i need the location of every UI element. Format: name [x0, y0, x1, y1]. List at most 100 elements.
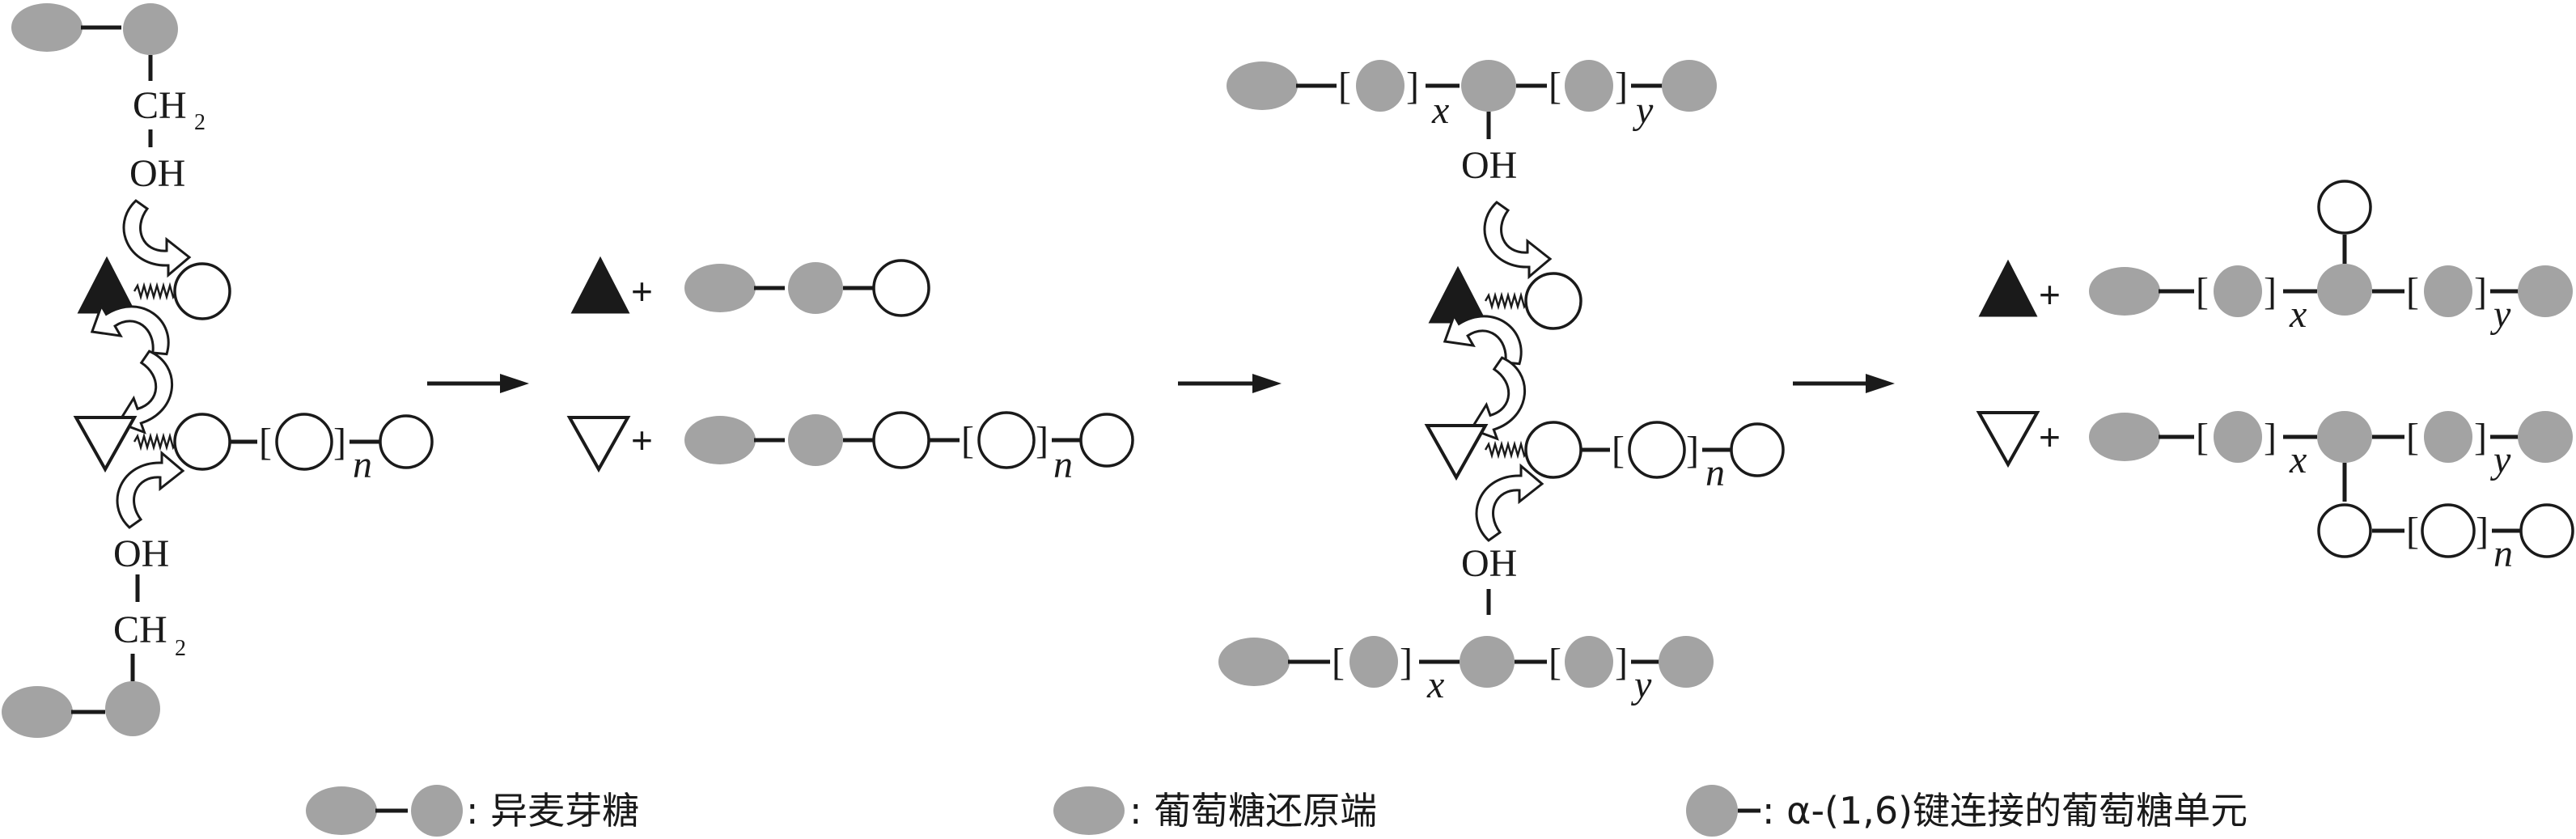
- n-subscript: n: [2493, 532, 2513, 575]
- legend-label-reducing-end: : 葡萄糖还原端: [1129, 789, 1377, 833]
- glucose-circle: [1079, 413, 1134, 468]
- ch2-subscript: 2: [194, 110, 205, 135]
- glucose-unit: [1461, 60, 1516, 112]
- glucose-circle: [2421, 503, 2476, 558]
- close-bracket: ]: [1400, 641, 1413, 684]
- open-bracket: [: [2406, 416, 2419, 459]
- glucose-unit: [1686, 785, 1738, 837]
- open-triangle-icon: [1976, 411, 2040, 468]
- plus-sign: +: [2039, 416, 2061, 458]
- glucose-unit: [11, 3, 83, 52]
- glucose-unit: [684, 416, 756, 464]
- glucose-unit: [306, 786, 377, 835]
- oh-label: OH: [1461, 144, 1517, 187]
- open-bracket: [: [1338, 65, 1351, 108]
- open-bracket: [: [259, 421, 272, 464]
- glucose-unit: [1356, 60, 1405, 112]
- glucose-unit: [684, 264, 756, 312]
- glucose-unit: [2424, 411, 2472, 463]
- zigzag-bond-icon: [133, 434, 178, 449]
- y-subscript: y: [2489, 293, 2511, 336]
- ch2-label: CH: [113, 608, 167, 651]
- close-bracket: ]: [2264, 416, 2277, 459]
- close-bracket: ]: [1686, 429, 1699, 472]
- x-subscript: x: [2289, 439, 2307, 481]
- glucose-unit: [123, 3, 178, 55]
- plus-sign: +: [2039, 273, 2061, 316]
- close-bracket: ]: [333, 421, 346, 464]
- glucose-circle: [2519, 503, 2574, 558]
- glucose-unit: [2317, 411, 2372, 463]
- glucose-circle: [173, 413, 231, 471]
- close-bracket: ]: [1036, 419, 1049, 462]
- open-bracket: [: [2196, 270, 2209, 313]
- close-bracket: ]: [1406, 65, 1419, 108]
- close-bracket: ]: [2476, 510, 2489, 553]
- glucose-circle: [1628, 421, 1686, 479]
- panel-products-1: + + [ ] n: [566, 256, 1134, 486]
- legend-item-alpha16-unit: : α-(1,6)键连接的葡萄糖单元: [1686, 785, 2248, 837]
- glucose-unit: [1659, 636, 1714, 688]
- glucose-unit: [2518, 265, 2573, 317]
- reaction-arrow-icon: [1793, 374, 1895, 393]
- open-bracket: [: [2406, 510, 2419, 553]
- glucose-unit: [2424, 265, 2472, 317]
- filled-triangle-icon: [1978, 259, 2038, 317]
- plus-sign: +: [631, 419, 653, 461]
- y-subscript: y: [2489, 439, 2511, 481]
- curved-arrow-icon: [116, 451, 184, 529]
- glucose-unit: [2089, 267, 2160, 316]
- zigzag-bond-icon: [133, 284, 178, 299]
- curved-arrow-icon: [122, 199, 191, 277]
- close-bracket: ]: [1615, 641, 1628, 684]
- n-subscript: n: [353, 443, 372, 486]
- filled-triangle-icon: [570, 256, 630, 314]
- open-bracket: [: [1549, 65, 1561, 108]
- glucose-unit: [1218, 638, 1290, 686]
- glucose-unit: [1053, 786, 1125, 835]
- glucose-unit: [2518, 411, 2573, 463]
- glucose-unit: [2089, 413, 2160, 461]
- glucose-unit: [1565, 636, 1613, 688]
- glucose-unit: [2214, 265, 2262, 317]
- panel-mechanism-1: CH 2 OH [ ] n OH CH 2: [2, 3, 434, 738]
- close-bracket: ]: [2474, 416, 2487, 459]
- reaction-arrow-icon: [1178, 374, 1282, 393]
- zigzag-bond-icon: [1484, 443, 1529, 457]
- glucose-circle: [173, 262, 231, 320]
- plus-sign: +: [631, 270, 653, 312]
- x-subscript: x: [1431, 89, 1449, 132]
- open-bracket: [: [1332, 641, 1345, 684]
- legend-item-isomaltose: : 异麦芽糖: [306, 785, 639, 837]
- y-subscript: y: [1630, 663, 1652, 706]
- panel-mechanism-2: [ ] x [ ] y OH [ ] n OH: [1218, 60, 1785, 706]
- zigzag-bond-icon: [1484, 294, 1529, 308]
- glucose-circle: [379, 414, 434, 469]
- curved-arrow-icon: [1483, 201, 1552, 278]
- glucose-circle: [2317, 180, 2372, 235]
- glucose-unit: [1460, 636, 1515, 688]
- glucose-circle: [1524, 421, 1582, 479]
- close-bracket: ]: [2264, 270, 2277, 313]
- ch2-label: CH: [133, 84, 187, 127]
- glucose-unit: [1227, 61, 1298, 110]
- open-bracket: [: [1549, 641, 1561, 684]
- n-subscript: n: [1705, 451, 1725, 494]
- ch2-subscript: 2: [175, 636, 186, 661]
- glucose-circle: [275, 413, 333, 471]
- oh-label: OH: [1461, 542, 1517, 585]
- open-bracket: [: [2196, 416, 2209, 459]
- legend-item-reducing-end: : 葡萄糖还原端: [1053, 786, 1377, 835]
- glucose-unit: [2, 686, 73, 738]
- legend-label-isomaltose: : 异麦芽糖: [466, 789, 639, 833]
- oh-label: OH: [129, 152, 185, 195]
- legend-label-alpha16-unit: : α-(1,6)键连接的葡萄糖单元: [1762, 789, 2248, 833]
- close-bracket: ]: [1615, 65, 1628, 108]
- filled-triangle-icon: [77, 256, 137, 314]
- reaction-arrow-icon: [427, 374, 529, 393]
- open-triangle-icon: [566, 416, 631, 473]
- glucose-unit: [1662, 60, 1717, 112]
- n-subscript: n: [1053, 443, 1073, 486]
- glucose-circle: [872, 259, 930, 317]
